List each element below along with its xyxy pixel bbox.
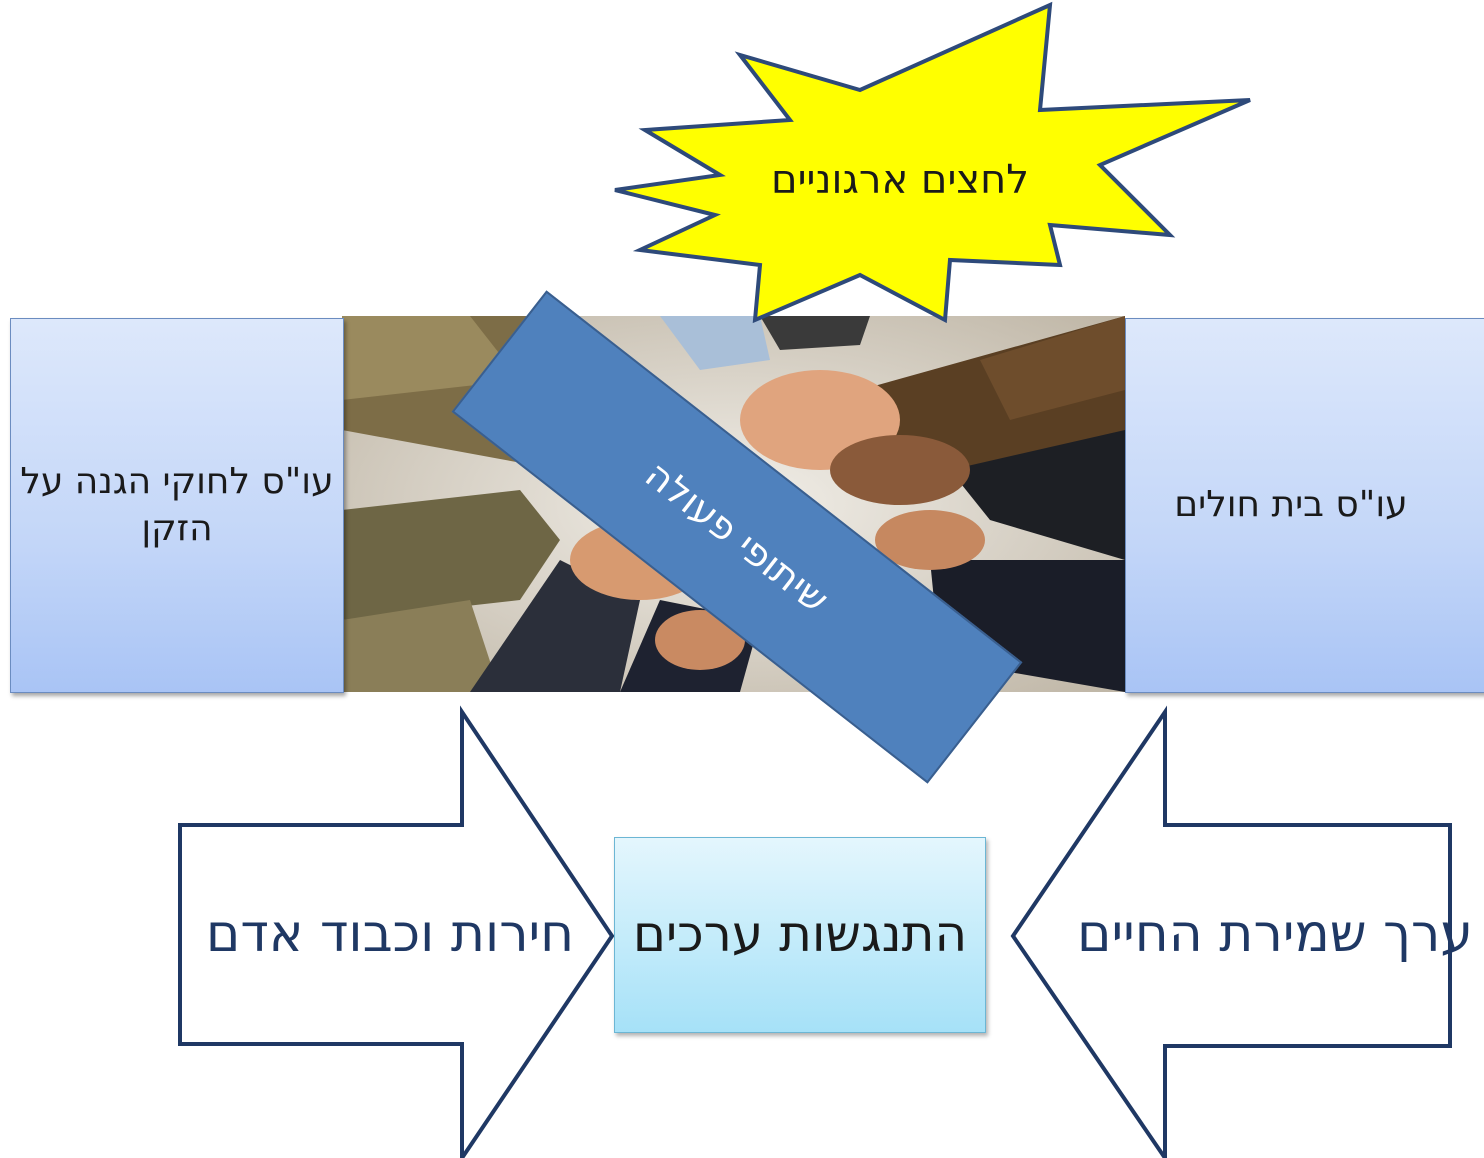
right-arrow bbox=[1010, 705, 1452, 1158]
value-conflict-box: התנגשות ערכים bbox=[614, 837, 986, 1033]
left-role-box: עו"ס לחוקי הגנה על הזקן bbox=[10, 318, 344, 693]
value-conflict-label: התנגשות ערכים bbox=[632, 905, 968, 964]
left-arrow bbox=[178, 705, 615, 1158]
right-role-box: עו"ס בית חולים bbox=[1125, 318, 1484, 693]
starburst-label-wrap: לחצים ארגוניים bbox=[770, 115, 1030, 245]
starburst-shape bbox=[614, 1, 1251, 324]
hands-photo bbox=[342, 316, 1125, 692]
starburst-label: לחצים ארגוניים bbox=[771, 157, 1029, 203]
left-arrow-label: חירות וכבוד אדם bbox=[205, 904, 575, 965]
left-arrow-label-wrap: חירות וכבוד אדם bbox=[180, 860, 600, 1010]
left-role-label: עו"ס לחוקי הגנה על הזקן bbox=[20, 460, 334, 549]
right-role-label: עו"ס בית חולים bbox=[1174, 484, 1408, 526]
right-arrow-label-wrap: ערך שמירת החיים bbox=[1075, 860, 1475, 1010]
right-arrow-label: ערך שמירת החיים bbox=[1077, 904, 1473, 965]
